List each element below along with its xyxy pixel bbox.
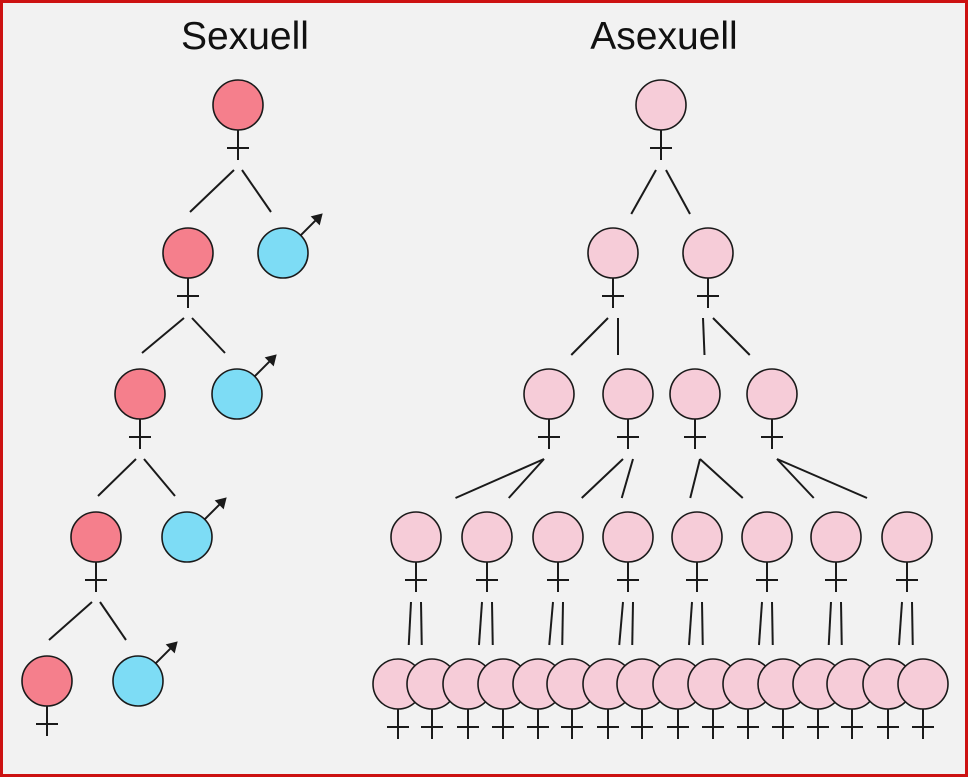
node-circle <box>212 79 264 131</box>
node-circle <box>211 368 263 420</box>
branch-line <box>689 458 701 499</box>
branch-line <box>758 601 763 646</box>
arrow-head <box>264 354 277 367</box>
female-icon <box>741 511 793 592</box>
male-icon <box>257 213 323 279</box>
asexual-title: Asexuell <box>590 15 738 58</box>
female-icon <box>669 368 721 449</box>
node-circle <box>257 227 309 279</box>
arrow-head <box>165 641 178 654</box>
node-circle <box>602 368 654 420</box>
branch-line <box>581 458 624 499</box>
female-icon <box>602 511 654 592</box>
branch-line <box>570 317 609 356</box>
node-circle <box>390 511 442 563</box>
branch-line <box>712 317 751 356</box>
sexual-tree <box>21 79 323 736</box>
node-circle <box>532 511 584 563</box>
node-circle <box>70 511 122 563</box>
branch-line <box>776 458 868 499</box>
node-circle <box>114 368 166 420</box>
branch-line <box>771 601 774 646</box>
branch-line <box>561 601 564 646</box>
branch-line <box>618 601 624 646</box>
arrow-head <box>310 213 323 226</box>
node-circle <box>810 511 862 563</box>
node-circle <box>746 368 798 420</box>
female-icon <box>587 227 639 308</box>
male-icon <box>211 354 277 420</box>
male-icon <box>161 497 227 563</box>
branch-line <box>701 601 704 646</box>
female-icon <box>461 511 513 592</box>
female-icon <box>406 658 458 739</box>
node-circle <box>162 227 214 279</box>
female-icon <box>602 368 654 449</box>
female-icon <box>114 368 166 449</box>
branch-line <box>631 601 634 646</box>
branch-line <box>702 317 706 356</box>
female-icon <box>523 368 575 449</box>
branch-line <box>478 601 483 646</box>
female-icon <box>212 79 264 160</box>
female-icon <box>390 511 442 592</box>
branch-line <box>141 317 185 354</box>
female-icon <box>162 227 214 308</box>
node-circle <box>741 511 793 563</box>
asexual-tree <box>372 79 949 739</box>
branch-line <box>827 601 832 646</box>
node-circle <box>881 511 933 563</box>
branch-line <box>665 169 691 215</box>
branch-line <box>189 169 235 213</box>
branch-line <box>97 458 137 497</box>
female-icon <box>70 511 122 592</box>
female-icon <box>671 511 723 592</box>
sexual-title: Sexuell <box>181 15 309 58</box>
male-icon <box>112 641 178 707</box>
branch-line <box>548 601 554 646</box>
branch-line <box>241 169 272 213</box>
node-circle <box>602 511 654 563</box>
branch-line <box>420 601 423 646</box>
reproduction-diagram <box>21 79 949 739</box>
node-circle <box>897 658 949 710</box>
branch-line <box>688 601 693 646</box>
branch-line <box>898 601 903 646</box>
branch-line <box>407 601 412 646</box>
female-icon <box>635 79 687 160</box>
female-icon <box>897 658 949 739</box>
branch-line <box>508 458 545 499</box>
branch-line <box>48 601 93 641</box>
node-circle <box>461 511 513 563</box>
branch-line <box>99 601 127 641</box>
arrow-head <box>214 497 227 510</box>
female-icon <box>810 511 862 592</box>
female-icon <box>21 655 73 736</box>
female-icon <box>746 368 798 449</box>
branch-line <box>491 601 494 646</box>
branch-line <box>840 601 843 646</box>
female-icon <box>532 511 584 592</box>
branch-line <box>911 601 914 646</box>
branch-line <box>455 458 545 499</box>
node-circle <box>112 655 164 707</box>
branch-line <box>630 169 657 215</box>
node-circle <box>161 511 213 563</box>
node-circle <box>635 79 687 131</box>
female-icon <box>682 227 734 308</box>
node-circle <box>587 227 639 279</box>
node-circle <box>21 655 73 707</box>
node-circle <box>682 227 734 279</box>
node-circle <box>669 368 721 420</box>
branch-line <box>776 458 815 499</box>
branch-line <box>620 458 634 499</box>
branch-line <box>143 458 176 497</box>
node-circle <box>523 368 575 420</box>
branch-line <box>699 458 744 499</box>
female-icon <box>881 511 933 592</box>
branch-line <box>191 317 226 354</box>
node-circle <box>671 511 723 563</box>
